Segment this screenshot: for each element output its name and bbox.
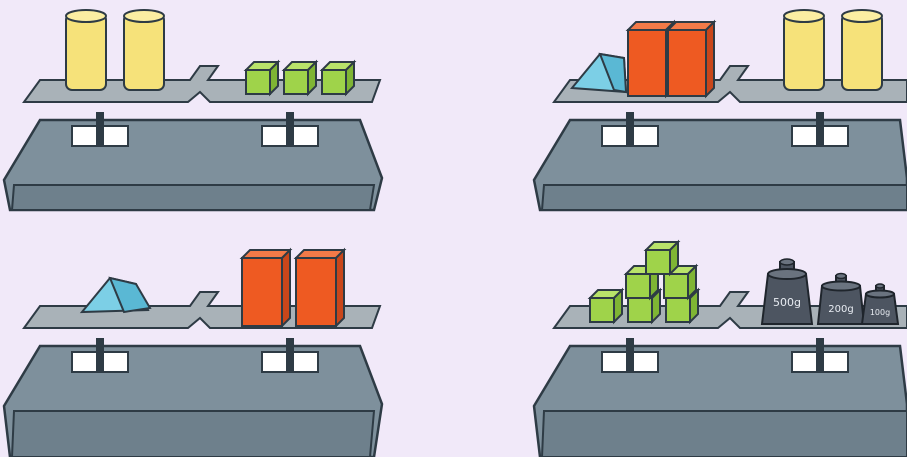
cube-weight <box>590 290 622 322</box>
balance-scale-bottom-left <box>0 228 400 457</box>
mass-label-100g: 100g <box>870 308 890 317</box>
cube-weight <box>246 62 278 94</box>
cuboid-weight <box>668 22 714 96</box>
mass-200g: 200g <box>818 274 864 325</box>
scale-base <box>4 338 382 457</box>
mass-label-200g: 200g <box>828 304 853 315</box>
cube-weight <box>322 62 354 94</box>
mass-100g: 100g <box>862 284 898 324</box>
cylinder-weight <box>124 10 164 90</box>
cube-weight <box>284 62 316 94</box>
balance-scale-top-left <box>0 0 400 230</box>
cube-weight <box>646 242 678 274</box>
cylinder-weight <box>784 10 824 90</box>
triangular-prism-weight <box>572 54 626 92</box>
cuboid-weight <box>242 250 290 326</box>
triangular-prism-weight <box>82 278 150 312</box>
balance-scale-bottom-right: 500g 200g 100g <box>530 228 907 457</box>
mass-500g: 500g <box>762 259 812 324</box>
scale-base <box>534 112 907 210</box>
cuboid-weight <box>296 250 344 326</box>
cylinder-weight <box>842 10 882 90</box>
scale-base <box>4 112 382 210</box>
cylinder-weight <box>66 10 106 90</box>
scale-base <box>534 338 907 457</box>
balance-scale-top-right <box>530 0 907 230</box>
mass-label-500g: 500g <box>773 296 801 309</box>
